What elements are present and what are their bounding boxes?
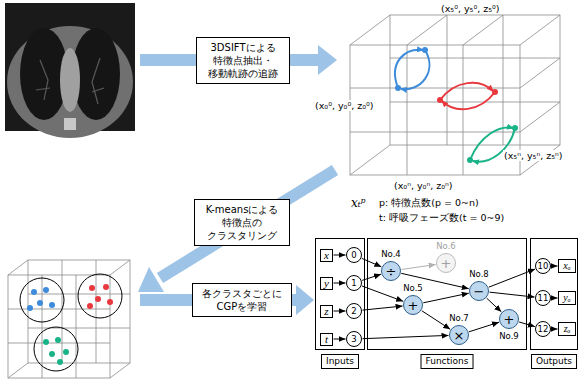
- node-text: xₒ: [563, 261, 570, 271]
- node-text: y: [324, 278, 329, 289]
- output-box: xₒ: [558, 259, 576, 273]
- process-box: K-meansによる 特徴点の クラスタリング: [194, 199, 290, 246]
- block-label: Functions: [421, 354, 474, 369]
- annotation-label: p: 特徴点数(p = 0~n): [378, 197, 480, 208]
- output-box: yₒ: [558, 291, 576, 305]
- block-label: Inputs: [321, 354, 359, 369]
- function-node: No.4÷: [381, 261, 401, 281]
- annotation-label: (x₅ⁿ, y₅ⁿ, z₅ⁿ): [503, 150, 564, 161]
- clusters: [20, 274, 122, 371]
- function-node: No.9+: [499, 309, 519, 329]
- cgp-block: FunctionsNo.4÷No.6+No.5+No.7×No.8−No.9+: [367, 238, 527, 350]
- gene-node: 12: [535, 321, 551, 337]
- gene-node: 11: [535, 290, 551, 306]
- node-text: x: [324, 250, 329, 261]
- node-number: No.5: [402, 284, 424, 293]
- node-number: No.7: [448, 314, 470, 323]
- node-text: 3: [351, 335, 356, 344]
- function-node: No.5+: [403, 295, 423, 315]
- node-text: t: [325, 334, 328, 345]
- connector: [487, 298, 502, 312]
- connector: [362, 286, 403, 301]
- input-box: y: [320, 277, 333, 290]
- ct-image: [5, 3, 135, 138]
- node-text: 2: [351, 307, 356, 316]
- connector: [334, 339, 346, 340]
- annotation-label: (x₀⁰, y₀⁰, z₀⁰): [314, 100, 375, 111]
- operator-symbol: +: [500, 310, 518, 328]
- cgp-block: Inputsx0y1z2t3: [315, 238, 365, 350]
- connector: [552, 329, 558, 330]
- connector: [552, 298, 558, 299]
- gene-node: 10: [535, 258, 551, 274]
- connector: [334, 283, 346, 284]
- node-text: zₒ: [564, 324, 571, 334]
- connector: [422, 311, 450, 330]
- trajectory-loops: [395, 47, 518, 163]
- connector: [469, 322, 499, 332]
- block-label: Outputs: [531, 354, 577, 369]
- node-number: No.4: [380, 250, 402, 259]
- gene-node: 0: [346, 247, 362, 263]
- node-text: 12: [538, 325, 549, 334]
- input-box: z: [320, 305, 333, 318]
- output-box: zₒ: [558, 322, 576, 336]
- node-text: 1: [351, 279, 356, 288]
- operator-symbol: +: [437, 254, 455, 272]
- cluster-grid: [8, 260, 130, 378]
- annotation-label: xₜᵖ: [350, 196, 367, 210]
- connector: [362, 335, 448, 338]
- annotation-label: (x₀ⁿ, y₀ⁿ, z₀ⁿ): [393, 180, 454, 191]
- function-node: No.7×: [449, 325, 469, 345]
- connector: [489, 269, 535, 287]
- connector: [489, 292, 534, 297]
- annotation-label: (x₅⁰, y₅⁰, z₅⁰): [440, 3, 501, 14]
- node-text: yₒ: [563, 293, 570, 303]
- input-box: t: [320, 333, 333, 346]
- operator-symbol: ×: [450, 326, 468, 344]
- node-number: No.9: [498, 332, 520, 341]
- node-text: 3DSIFTによる 特徴点抽出・ 移動軌跡の追跡: [202, 41, 284, 80]
- connector: [423, 293, 468, 303]
- process-box: 各クラスタごとに CGPを学習: [192, 283, 292, 317]
- node-text: z: [324, 306, 328, 317]
- connector: [362, 306, 402, 310]
- process-box: 3DSIFTによる 特徴点抽出・ 移動軌跡の追跡: [196, 37, 290, 84]
- cgp-block: Outputs10xₒ11yₒ12zₒ: [530, 238, 578, 350]
- connector: [552, 266, 558, 267]
- node-text: 10: [538, 262, 549, 271]
- operator-symbol: ÷: [382, 262, 400, 280]
- node-text: 0: [351, 251, 356, 260]
- operator-symbol: −: [470, 282, 488, 300]
- annotation-label: t: 呼吸フェーズ数(t = 0~9): [378, 212, 505, 223]
- operator-symbol: +: [404, 296, 422, 314]
- flow-arrows: [138, 45, 337, 315]
- node-text: 各クラスタごとに CGPを学習: [198, 287, 286, 313]
- connector: [334, 311, 346, 312]
- connector: [334, 255, 346, 256]
- node-number: No.8: [468, 270, 490, 279]
- input-box: x: [320, 249, 333, 262]
- gene-node: 2: [346, 303, 362, 319]
- node-number: No.6: [435, 242, 457, 251]
- connector: [401, 265, 435, 270]
- function-node: No.6+: [436, 253, 456, 273]
- gene-node: 3: [346, 331, 362, 347]
- node-text: K-meansによる 特徴点の クラスタリング: [200, 203, 284, 242]
- gene-node: 1: [346, 275, 362, 291]
- node-text: 11: [538, 294, 549, 303]
- function-node: No.8−: [469, 281, 489, 301]
